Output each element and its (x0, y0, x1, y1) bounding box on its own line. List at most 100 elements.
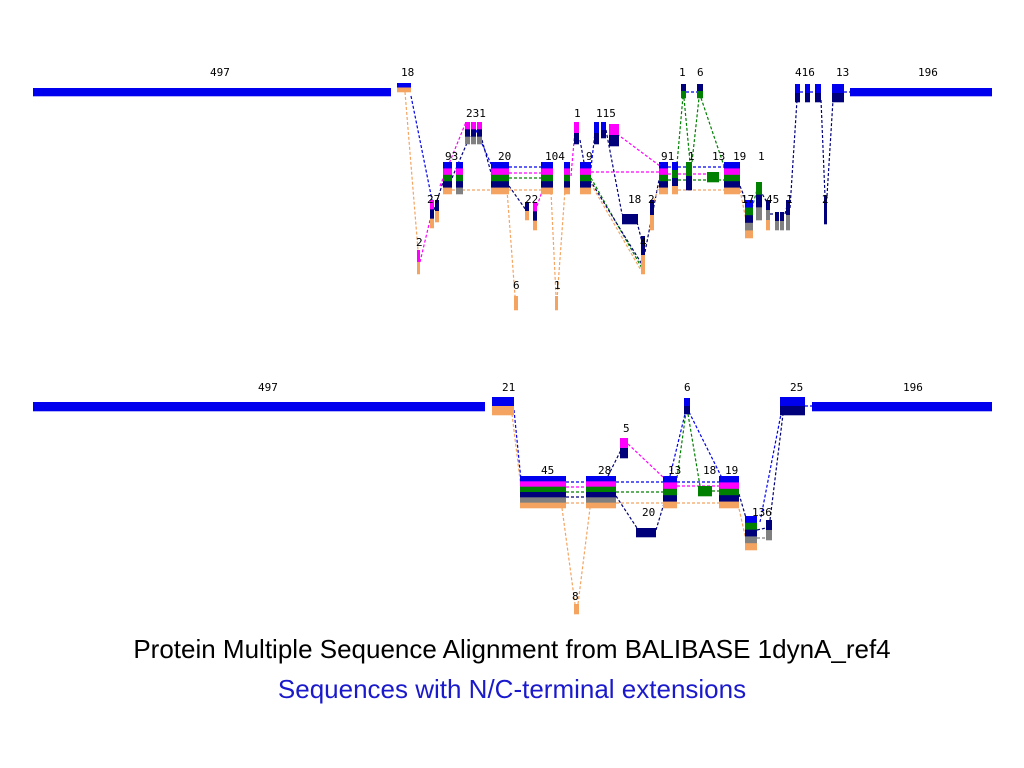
block-segment (609, 135, 619, 147)
alignment-block (824, 196, 827, 225)
alignment-edge (769, 413, 784, 521)
alignment-graph-canvas: 497 18 1 6 416 13 196 231 93 20 104 9 11… (33, 66, 992, 615)
block-segment (650, 215, 654, 231)
block-segment (697, 84, 703, 92)
node-label: 5 (623, 422, 630, 435)
block-segment (815, 84, 821, 94)
block-segment (456, 168, 463, 176)
alignment-edge (410, 95, 433, 201)
alignment-edge (751, 185, 759, 209)
block-segment (555, 296, 558, 311)
alignment-edge (577, 507, 591, 605)
alignment-edge (687, 413, 701, 487)
block-segment (465, 122, 470, 130)
block-segment (33, 88, 391, 97)
block-segment (580, 168, 591, 176)
alignment-block (650, 200, 654, 231)
node-label: 13 (836, 66, 849, 79)
alignment-block (525, 202, 529, 221)
block-segment (745, 222, 753, 231)
block-segment (465, 129, 470, 137)
block-segment (491, 174, 509, 182)
alignment-block (698, 486, 712, 497)
block-segment (766, 520, 772, 531)
block-segment (430, 200, 434, 210)
node-label: 115 (596, 107, 616, 120)
node-label: 1 (786, 193, 793, 206)
alignment-edge (651, 183, 661, 207)
block-segment (756, 207, 762, 221)
block-segment (580, 162, 591, 169)
node-label: 91 (661, 150, 674, 163)
alignment-block (684, 398, 690, 415)
block-segment (745, 516, 757, 524)
alignment-edge (616, 133, 661, 167)
block-segment (477, 129, 482, 137)
node-label: 2 (416, 236, 423, 249)
alignment-edge (676, 95, 684, 165)
alignment-edge (615, 495, 638, 529)
alignment-edge (739, 189, 749, 231)
block-segment (775, 221, 779, 231)
node-label: 2 (648, 193, 655, 206)
node-label: 21 (502, 381, 515, 394)
alignment-block (719, 476, 739, 509)
alignment-edge (513, 409, 522, 481)
node-label: 416 (795, 66, 815, 79)
alignment-block (745, 516, 757, 551)
block-segment (564, 174, 570, 182)
block-segment (443, 174, 452, 182)
block-segment (533, 220, 537, 231)
node-label: 1 (574, 107, 581, 120)
block-segment (397, 83, 411, 88)
alignment-block (456, 162, 463, 195)
alignment-block (815, 84, 821, 103)
alignment-block (686, 162, 692, 191)
block-segment (659, 181, 668, 188)
block-segment (586, 486, 616, 493)
block-segment (586, 497, 616, 503)
block-segment (636, 528, 656, 538)
alignment-edge (669, 413, 686, 477)
block-segment (672, 178, 678, 187)
block-segment (477, 122, 482, 130)
node-label: 28 (598, 464, 611, 477)
block-segment (756, 182, 762, 195)
alignment-edge (561, 507, 576, 605)
alignment-block (541, 162, 553, 195)
alignment-block (33, 88, 391, 97)
alignment-edge (826, 99, 834, 197)
block-segment (471, 129, 476, 137)
block-segment (580, 174, 591, 182)
alignment-block (812, 402, 992, 412)
alignment-edge (570, 129, 576, 177)
alignment-edge (589, 179, 644, 267)
block-segment (580, 181, 591, 188)
block-segment (663, 488, 677, 496)
alignment-edge (404, 91, 419, 251)
block-segment (456, 181, 463, 188)
alignment-edge (590, 183, 643, 273)
block-segment (663, 482, 677, 490)
block-segment (786, 200, 790, 216)
alignment-block (786, 200, 790, 231)
alignment-block (766, 200, 770, 231)
node-label: 18 (628, 193, 641, 206)
alignment-edge (789, 99, 798, 209)
alignment-edge (556, 189, 566, 301)
block-segment (672, 186, 678, 195)
node-label: 20 (498, 150, 511, 163)
alignment-block (477, 122, 482, 145)
block-segment (659, 174, 668, 182)
block-segment (745, 536, 757, 544)
alignment-block (430, 200, 434, 229)
alignment-block (672, 162, 678, 195)
alignment-block (564, 162, 570, 195)
block-segment (724, 174, 740, 182)
node-label: 19 (725, 464, 738, 477)
block-segment (520, 497, 566, 503)
block-segment (775, 212, 779, 222)
block-segment (443, 162, 452, 169)
node-label: 8 (572, 590, 579, 603)
block-segment (832, 93, 844, 103)
